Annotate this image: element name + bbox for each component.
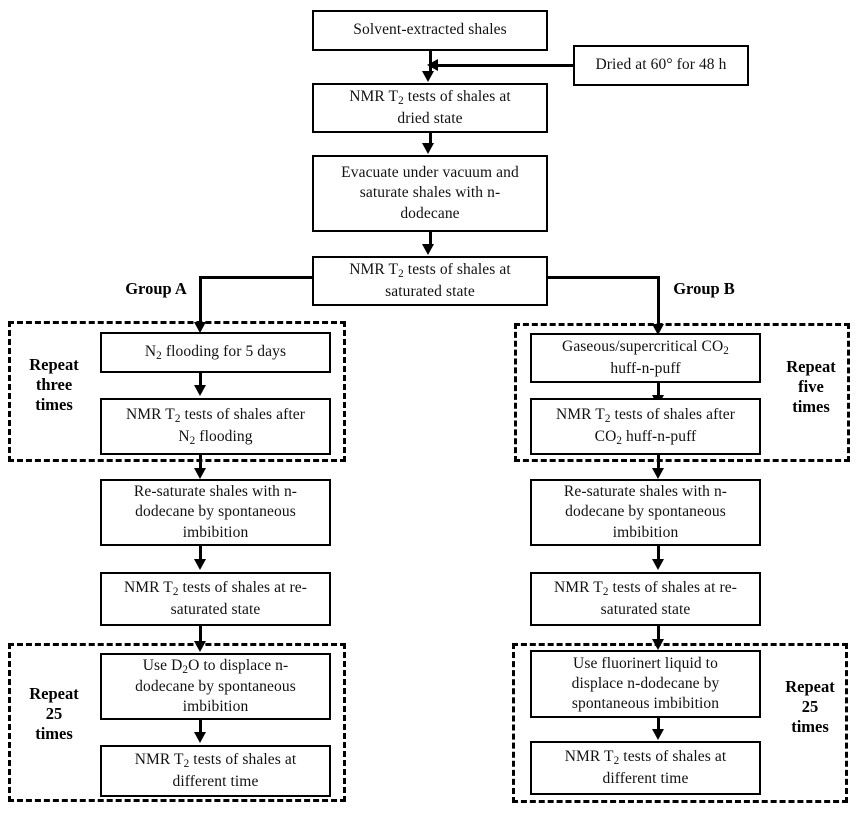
arrowhead-nmrco2-to-resaturate — [652, 468, 664, 479]
node-dried-note: Dried at 60° for 48 h — [573, 45, 749, 86]
arrowhead-solvent-to-dried — [422, 71, 434, 82]
label-repeat-25-times-right: Repeat 25 times — [785, 677, 835, 737]
group-b-repeat25-block — [512, 643, 848, 803]
arrowhead-evacuate-to-saturated — [422, 244, 434, 255]
connector-nmrdried-to-evacuate — [428, 133, 432, 145]
node-resaturate-right: Re-saturate shales with n-dodecane by sp… — [530, 479, 761, 546]
node-nmr-resaturated-left: NMR T2 tests of shales at re-saturated s… — [100, 572, 331, 626]
connector-split-left-down — [199, 276, 202, 324]
node-solvent-extracted-shales-label: Solvent-extracted shales — [353, 21, 507, 39]
connector-evacuate-to-saturated — [428, 232, 432, 246]
connector-fluorinert-to-nmrdiff-right — [657, 718, 660, 731]
node-nmr-resaturated-right-label: NMR T2 tests of shales at re-saturated s… — [554, 579, 737, 618]
connector-split-right — [547, 276, 660, 279]
node-nmr-resaturated-left-label: NMR T2 tests of shales at re-saturated s… — [124, 579, 307, 618]
label-repeat-five-times: Repeat five times — [786, 357, 836, 417]
arrowhead-n2-to-nmrn2 — [194, 385, 206, 396]
connector-resaturate-to-nmrre-right — [657, 546, 660, 561]
node-nmr-resaturated-right: NMR T2 tests of shales at re-saturated s… — [530, 572, 761, 626]
label-repeat-25-times-left: Repeat 25 times — [29, 684, 79, 744]
node-resaturate-left: Re-saturate shales with n-dodecane by sp… — [100, 479, 331, 546]
connector-nmrco2-to-resaturate — [657, 455, 660, 470]
arrowhead-fluorinert-to-nmrdiff-right — [652, 729, 664, 740]
arrowhead-nmrn2-to-resaturate — [194, 468, 206, 479]
group-a-repeat25-block — [8, 643, 346, 802]
label-group-b: Group B — [673, 279, 735, 298]
connector-split-right-down — [657, 276, 660, 326]
arrowhead-split-right — [652, 324, 664, 335]
connector-co2-to-nmrco2 — [657, 383, 660, 397]
node-resaturate-left-label: Re-saturate shales with n-dodecane by sp… — [133, 483, 298, 541]
connector-driednote-to-trunk — [433, 64, 574, 67]
arrowhead-split-left — [194, 322, 206, 333]
node-solvent-extracted-shales: Solvent-extracted shales — [312, 10, 548, 51]
arrowhead-nmrre-to-d2o — [194, 641, 206, 652]
node-resaturate-right-label: Re-saturate shales with n-dodecane by sp… — [563, 483, 728, 541]
arrowhead-driednote-to-trunk — [427, 59, 438, 71]
arrowhead-nmrdried-to-evacuate — [422, 143, 434, 154]
group-a-repeat-block — [8, 321, 346, 462]
node-d2o-displace-label: Use D2O to displace n-dodecane by sponta… — [135, 656, 296, 716]
node-d2o-displace: Use D2O to displace n-dodecane by sponta… — [100, 653, 331, 720]
connector-nmrre-to-fluorinert — [657, 626, 660, 643]
connector-nmrre-to-d2o — [199, 626, 202, 643]
connector-nmrn2-to-resaturate — [199, 455, 202, 470]
arrowhead-resaturate-to-nmrre-right — [652, 559, 664, 570]
label-group-a: Group A — [125, 279, 187, 298]
node-n2-flooding-label: N2 flooding for 5 days — [144, 342, 287, 362]
connector-n2-to-nmrn2 — [199, 373, 202, 387]
label-repeat-three-times: Repeat three times — [29, 355, 79, 415]
arrowhead-d2o-to-nmrdiff-left — [194, 732, 206, 743]
node-n2-flooding: N2 flooding for 5 days — [100, 332, 331, 373]
connector-d2o-to-nmrdiff-left — [199, 720, 202, 734]
connector-resaturate-to-nmrre-left — [199, 546, 202, 561]
group-b-repeat-block — [514, 323, 850, 462]
node-dried-note-label: Dried at 60° for 48 h — [595, 56, 727, 74]
arrowhead-resaturate-to-nmrre-left — [194, 559, 206, 570]
connector-split-left — [199, 276, 313, 279]
